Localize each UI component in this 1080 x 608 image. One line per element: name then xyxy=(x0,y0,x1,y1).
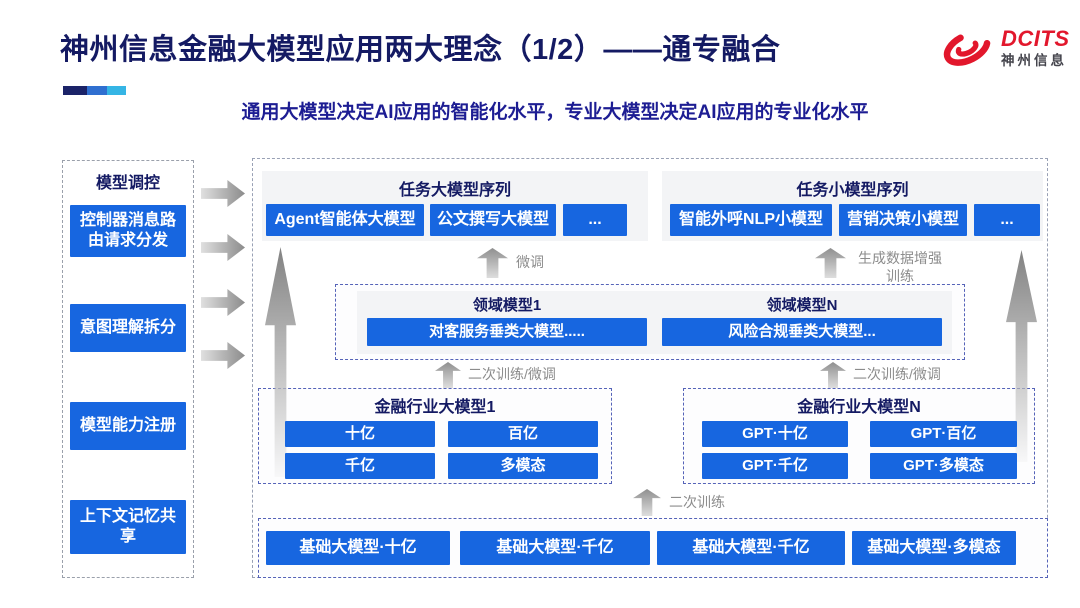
industry-right-item-gptmm: GPT·多模态 xyxy=(870,453,1017,479)
task-large-item-doc: 公文撰写大模型 xyxy=(430,204,556,236)
domain-right-title: 领域模型N xyxy=(766,297,838,314)
accent-bar-navy xyxy=(63,86,87,95)
finetune-label: 微调 xyxy=(516,254,544,270)
accent-bar xyxy=(63,86,126,95)
base-model-1b: 基础大模型·十亿 xyxy=(266,531,450,565)
base-model-multimodal: 基础大模型·多模态 xyxy=(852,531,1016,565)
second-train-label: 二次训练 xyxy=(669,494,725,510)
gen-data-label: 生成数据增强训练 xyxy=(858,250,942,284)
sidebar-item-intent: 意图理解拆分 xyxy=(70,304,186,352)
task-large-item-agent: Agent智能体大模型 xyxy=(266,204,424,236)
base-model-100b-a: 基础大模型·千亿 xyxy=(460,531,650,565)
flow-arrow-right-2 xyxy=(201,234,245,261)
industry-right-item-gpt1b: GPT·十亿 xyxy=(702,421,848,447)
base-model-100b-b: 基础大模型·千亿 xyxy=(657,531,845,565)
industry-right-item-gpt100b: GPT·千亿 xyxy=(702,453,848,479)
dcits-swirl-icon xyxy=(942,26,994,70)
industry-left-title: 金融行业大模型1 xyxy=(374,399,496,416)
task-small-item-nlp: 智能外呼NLP小模型 xyxy=(670,204,832,236)
accent-bar-cyan xyxy=(107,86,126,95)
sidebar-item-router: 控制器消息路由请求分发 xyxy=(70,205,186,257)
flow-arrow-right-4 xyxy=(201,342,245,369)
retrain-right-label: 二次训练/微调 xyxy=(853,366,941,382)
task-small-item-marketing: 营销决策小模型 xyxy=(839,204,967,236)
domain-left-item: 对客服务垂类大模型..... xyxy=(367,318,647,346)
industry-right-title: 金融行业大模型N xyxy=(797,399,921,416)
accent-bar-blue xyxy=(87,86,107,95)
industry-left-item-100b: 千亿 xyxy=(285,453,435,479)
task-small-title: 任务小模型序列 xyxy=(796,182,909,199)
model-control-title: 模型调控 xyxy=(95,175,160,192)
brand-logo: DCITS 神州信息 xyxy=(942,20,1072,76)
task-large-title: 任务大模型序列 xyxy=(398,182,511,199)
retrain-left-label: 二次训练/微调 xyxy=(468,366,556,382)
sidebar-item-register: 模型能力注册 xyxy=(70,402,186,450)
brand-name: DCITS xyxy=(1001,26,1070,52)
flow-arrow-right-3 xyxy=(201,289,245,316)
page-title: 神州信息金融大模型应用两大理念（1/2）——通专融合 xyxy=(60,34,781,66)
brand-name-cn: 神州信息 xyxy=(1001,53,1067,69)
task-large-item-more: ... xyxy=(563,204,627,236)
flow-arrow-right-1 xyxy=(201,180,245,207)
domain-right-item: 风险合规垂类大模型... xyxy=(662,318,942,346)
industry-right-item-gpt10b: GPT·百亿 xyxy=(870,421,1017,447)
industry-left-item-multimodal: 多模态 xyxy=(448,453,598,479)
industry-left-item-10b: 百亿 xyxy=(448,421,598,447)
sidebar-item-context: 上下文记忆共享 xyxy=(70,500,186,554)
slide-subtitle: 通用大模型决定AI应用的智能化水平，专业大模型决定AI应用的专业化水平 xyxy=(241,102,869,123)
task-small-item-more: ... xyxy=(974,204,1040,236)
industry-left-item-1b: 十亿 xyxy=(285,421,435,447)
domain-left-title: 领域模型1 xyxy=(472,297,542,314)
